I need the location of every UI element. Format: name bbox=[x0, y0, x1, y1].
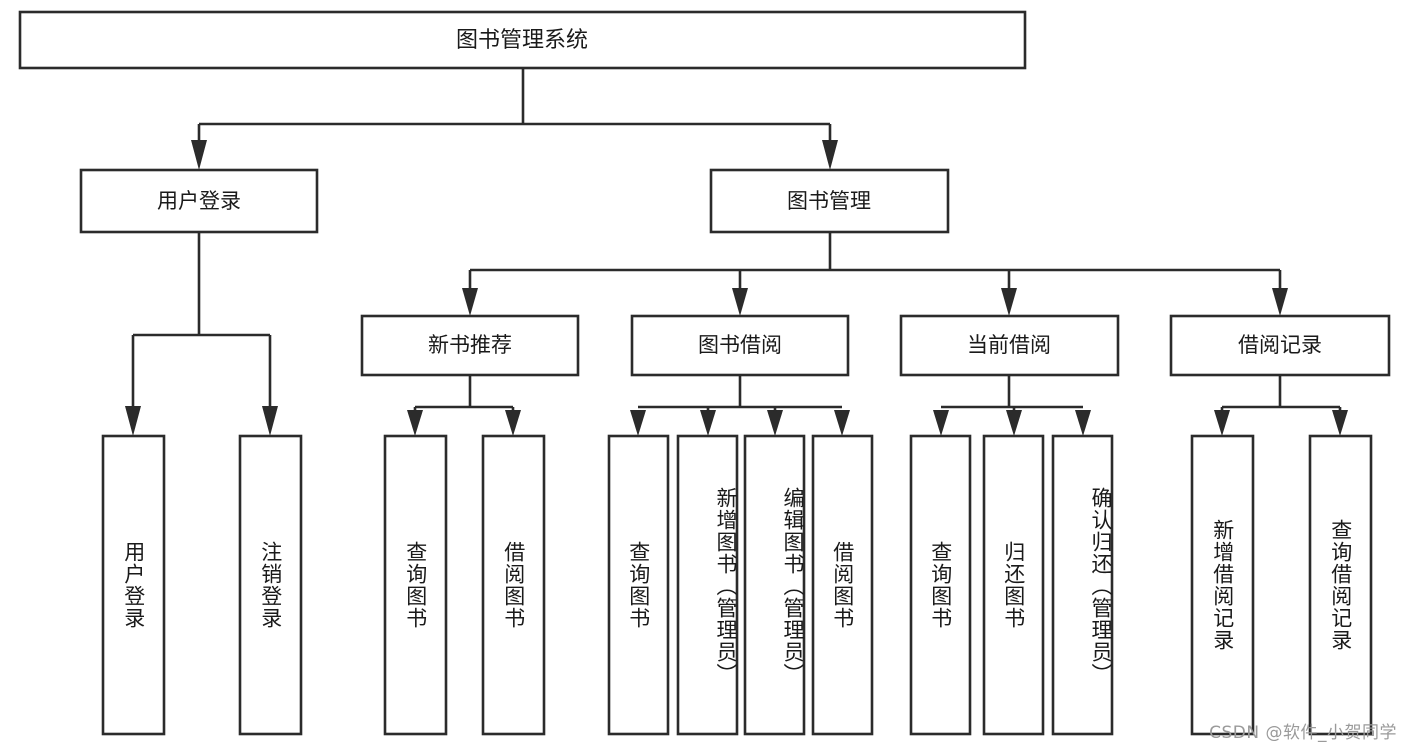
arrowhead-leaf-edit-book bbox=[767, 410, 783, 436]
arrowhead-book-borrow bbox=[732, 288, 748, 316]
leaf-box-query-book-3[interactable] bbox=[909, 434, 972, 736]
node-borrow-record-box[interactable] bbox=[1169, 314, 1391, 377]
arrowhead-book-manage bbox=[822, 140, 838, 170]
leaf-box-confirm-return[interactable] bbox=[1051, 434, 1114, 736]
node-label-book-borrow: 图书借阅 bbox=[698, 333, 782, 357]
leaf-box-query-book-1[interactable] bbox=[383, 434, 448, 736]
arrowhead-leaf-query-book-3 bbox=[933, 410, 949, 436]
leaf-box-logout-login[interactable] bbox=[238, 434, 303, 736]
node-book-manage-box[interactable] bbox=[709, 168, 950, 234]
leaf-box-return-book[interactable] bbox=[982, 434, 1045, 736]
arrowhead-leaf-query-book-2 bbox=[630, 410, 646, 436]
arrowhead-borrow-record bbox=[1272, 288, 1288, 316]
arrowhead-leaf-add-record bbox=[1214, 410, 1230, 436]
connectors-group bbox=[125, 68, 1348, 436]
leaf-box-edit-book[interactable] bbox=[743, 434, 806, 736]
arrowhead-leaf-borrow-book-1 bbox=[505, 410, 521, 436]
arrowhead-leaf-query-book-1 bbox=[407, 410, 423, 436]
node-label-new-book-rec: 新书推荐 bbox=[428, 333, 512, 357]
watermark-text: CSDN @软件_小贺同学 bbox=[1209, 723, 1397, 743]
node-labels-group: 图书管理系统 用户登录 图书管理 新书推荐 图书借阅 当前借阅 借阅记录 bbox=[157, 28, 1322, 357]
node-user-login-box[interactable] bbox=[79, 168, 319, 234]
arrowhead-leaf-return-book bbox=[1006, 410, 1022, 436]
node-current-borrow-box[interactable] bbox=[899, 314, 1120, 377]
node-root-box[interactable] bbox=[18, 10, 1027, 70]
arrowhead-leaf-query-record bbox=[1332, 410, 1348, 436]
leaf-box-user-login[interactable] bbox=[101, 434, 166, 736]
node-label-borrow-record: 借阅记录 bbox=[1238, 333, 1322, 357]
node-label-user-login: 用户登录 bbox=[157, 189, 241, 213]
arrowhead-leaf-add-book bbox=[700, 410, 716, 436]
node-label-current-borrow: 当前借阅 bbox=[967, 333, 1051, 357]
leaf-box-add-book[interactable] bbox=[676, 434, 739, 736]
node-label-book-manage: 图书管理 bbox=[787, 189, 871, 213]
arrowhead-leaf-logout-login bbox=[262, 406, 278, 436]
arrowhead-leaf-borrow-book-2 bbox=[834, 410, 850, 436]
arrowhead-new-book-rec bbox=[462, 288, 478, 316]
node-book-borrow-box[interactable] bbox=[630, 314, 850, 377]
leaf-box-query-record[interactable] bbox=[1308, 434, 1373, 736]
leaf-box-borrow-book-2[interactable] bbox=[811, 434, 874, 736]
leaf-box-borrow-book-1[interactable] bbox=[481, 434, 546, 736]
leaf-box-add-record[interactable] bbox=[1190, 434, 1255, 736]
node-new-book-rec-box[interactable] bbox=[360, 314, 580, 377]
node-label-root: 图书管理系统 bbox=[456, 28, 588, 53]
arrowhead-leaf-confirm-return bbox=[1075, 410, 1091, 436]
arrowhead-user-login bbox=[191, 140, 207, 170]
arrowhead-leaf-user-login bbox=[125, 406, 141, 436]
arrowhead-current-borrow bbox=[1001, 288, 1017, 316]
leaf-box-query-book-2[interactable] bbox=[607, 434, 670, 736]
nodes-group bbox=[18, 10, 1391, 736]
